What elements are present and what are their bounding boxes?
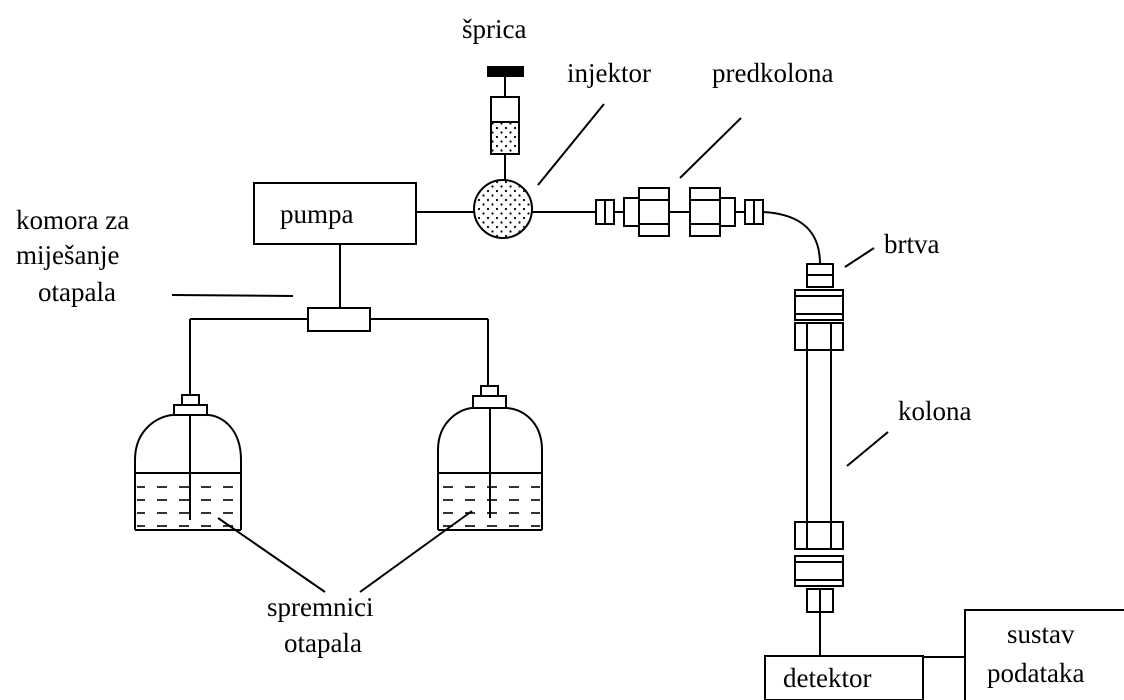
mixing-chamber <box>307 307 371 332</box>
column-leader <box>846 431 889 467</box>
data-system-label-line1: sustav <box>1007 619 1075 649</box>
seal-leader <box>844 247 875 268</box>
syringe-label: šprica <box>462 14 526 44</box>
mixing-chamber-leader <box>171 294 294 297</box>
column-tube <box>806 349 832 523</box>
reservoirs-label-line1: spremnici <box>267 592 373 622</box>
injector-label: injektor <box>567 58 651 88</box>
precolumn-leader <box>679 117 742 179</box>
precolumn <box>595 187 764 237</box>
pump-label: pumpa <box>280 199 354 229</box>
reservoirs-label-line2: otapala <box>284 628 362 658</box>
solvent-reservoir-right <box>437 385 543 531</box>
injector <box>473 179 533 239</box>
precolumn-label: predkolona <box>712 58 833 88</box>
detector-label: detektor <box>783 663 871 693</box>
column <box>794 263 844 656</box>
injector-leader <box>537 103 605 186</box>
seal-label: brtva <box>884 229 939 259</box>
mixing-chamber-label-line1: komora za <box>16 205 129 235</box>
pump-box <box>253 182 417 245</box>
reservoir-leader-left <box>217 517 326 593</box>
syringe-sample <box>492 122 518 153</box>
reservoir-leader-right <box>359 510 473 593</box>
column-label: kolona <box>898 396 972 426</box>
syringe <box>487 66 524 185</box>
mixing-chamber-label-line2: miješanje <box>16 240 119 270</box>
data-system-box <box>964 609 1124 700</box>
precolumn-to-column-tubing <box>762 211 821 265</box>
mixing-chamber-label-line3: otapala <box>38 277 116 307</box>
data-system-label-line2: podataka <box>987 658 1084 688</box>
detector-box <box>764 655 924 700</box>
solvent-reservoir-left <box>134 394 242 531</box>
syringe-plunger-cap <box>487 66 524 77</box>
